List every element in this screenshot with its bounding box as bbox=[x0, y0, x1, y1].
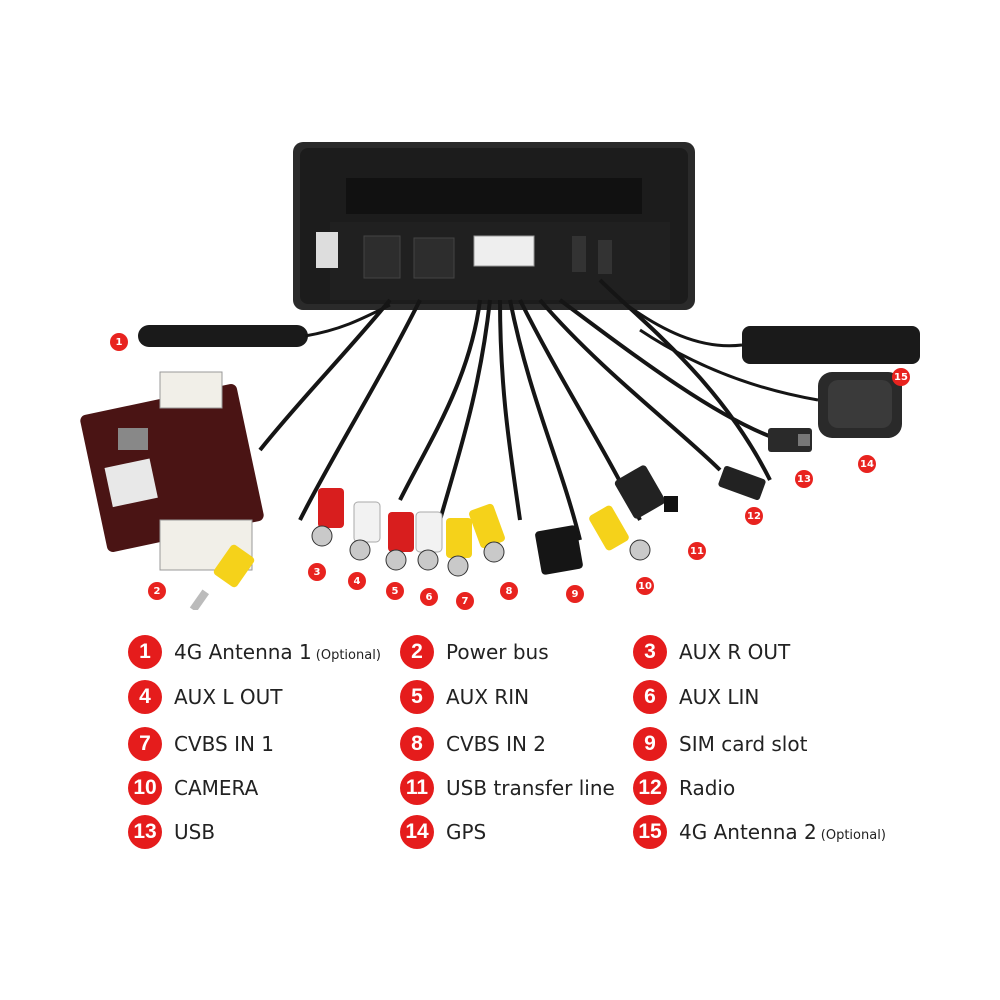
legend-label: CVBS IN 2 bbox=[446, 732, 547, 756]
legend-label: SIM card slot bbox=[679, 732, 808, 756]
legend-item-14: 14 GPS bbox=[400, 814, 486, 850]
legend-badge: 10 bbox=[128, 771, 162, 805]
photo-callout-12: 12 bbox=[745, 507, 763, 525]
legend-label: Power bus bbox=[446, 640, 549, 664]
legend-label: USB transfer line bbox=[446, 776, 615, 800]
legend-label: 4G Antenna 1(Optional) bbox=[174, 640, 381, 664]
photo-callout-11: 11 bbox=[688, 542, 706, 560]
photo-callout-4: 4 bbox=[348, 572, 366, 590]
legend-label: CAMERA bbox=[174, 776, 259, 800]
legend-label: GPS bbox=[446, 820, 487, 844]
head-unit bbox=[293, 142, 695, 310]
legend-label: Radio bbox=[679, 776, 736, 800]
legend-item-9: 9 SIM card slot bbox=[633, 726, 807, 762]
legend-badge: 13 bbox=[128, 815, 162, 849]
legend-label: AUX LIN bbox=[679, 685, 760, 709]
product-photo bbox=[80, 142, 920, 610]
legend-badge: 12 bbox=[633, 771, 667, 805]
antenna-1 bbox=[138, 303, 391, 347]
legend-item-2: 2 Power bus bbox=[400, 634, 549, 670]
photo-callout-15: 15 bbox=[892, 368, 910, 386]
photo-callout-10: 10 bbox=[636, 577, 654, 595]
legend-badge: 11 bbox=[400, 771, 434, 805]
legend-badge: 8 bbox=[400, 727, 434, 761]
photo-callout-9: 9 bbox=[566, 585, 584, 603]
legend-item-6: 6 AUX LIN bbox=[633, 679, 759, 715]
legend-badge: 2 bbox=[400, 635, 434, 669]
legend-item-13: 13 USB bbox=[128, 814, 215, 850]
legend-item-7: 7 CVBS IN 1 bbox=[128, 726, 274, 762]
legend-note: (Optional) bbox=[820, 828, 886, 843]
legend-badge: 7 bbox=[128, 727, 162, 761]
legend-badge: 15 bbox=[633, 815, 667, 849]
photo-callout-13: 13 bbox=[795, 470, 813, 488]
legend-label: 4G Antenna 2(Optional) bbox=[679, 820, 886, 844]
rca-plugs bbox=[189, 488, 651, 610]
legend-item-10: 10 CAMERA bbox=[128, 770, 258, 806]
gps-module bbox=[639, 328, 902, 438]
usb-radio-connectors bbox=[614, 428, 812, 519]
photo-callout-7: 7 bbox=[456, 592, 474, 610]
legend-badge: 5 bbox=[400, 680, 434, 714]
legend-note: (Optional) bbox=[315, 648, 381, 663]
legend-item-1: 1 4G Antenna 1(Optional) bbox=[128, 634, 381, 670]
legend-item-15: 15 4G Antenna 2(Optional) bbox=[633, 814, 886, 850]
photo-callout-5: 5 bbox=[386, 582, 404, 600]
legend-badge: 6 bbox=[633, 680, 667, 714]
legend-badge: 14 bbox=[400, 815, 434, 849]
photo-callout-14: 14 bbox=[858, 455, 876, 473]
legend-label: AUX L OUT bbox=[174, 685, 283, 709]
legend-label: CVBS IN 1 bbox=[174, 732, 275, 756]
power-bus-box bbox=[80, 371, 264, 571]
legend-item-12: 12 Radio bbox=[633, 770, 735, 806]
legend-badge: 3 bbox=[633, 635, 667, 669]
legend-badge: 1 bbox=[128, 635, 162, 669]
sim-slot-connector bbox=[535, 525, 583, 575]
legend-label: AUX RIN bbox=[446, 685, 530, 709]
photo-callout-1: 1 bbox=[110, 333, 128, 351]
legend-item-4: 4 AUX L OUT bbox=[128, 679, 282, 715]
legend-label: USB bbox=[174, 820, 216, 844]
legend-item-3: 3 AUX R OUT bbox=[633, 634, 790, 670]
legend-label: AUX R OUT bbox=[679, 640, 791, 664]
legend-item-8: 8 CVBS IN 2 bbox=[400, 726, 546, 762]
photo-callout-2: 2 bbox=[148, 582, 166, 600]
photo-callout-3: 3 bbox=[308, 563, 326, 581]
legend-item-5: 5 AUX RIN bbox=[400, 679, 529, 715]
legend-badge: 4 bbox=[128, 680, 162, 714]
photo-callout-6: 6 bbox=[420, 588, 438, 606]
legend-item-11: 11 USB transfer line bbox=[400, 770, 615, 806]
photo-callout-8: 8 bbox=[500, 582, 518, 600]
legend-badge: 9 bbox=[633, 727, 667, 761]
